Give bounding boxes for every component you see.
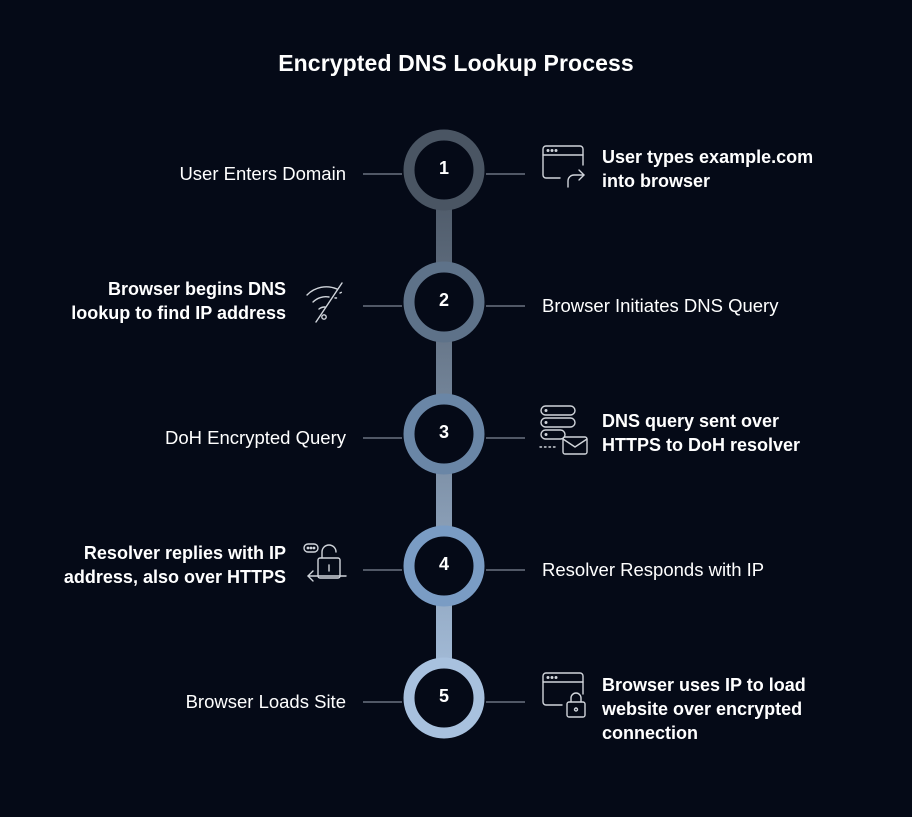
- step-circle-1: [403, 129, 485, 211]
- step-label-5: Browser Loads Site: [185, 691, 346, 712]
- step-desc-4: Resolver replies with IP address, also o…: [64, 541, 286, 589]
- step-circle-5: [403, 657, 485, 739]
- step-desc-3: DNS query sent over HTTPS to DoH resolve…: [602, 409, 800, 457]
- step-desc-5-line3: connection: [602, 723, 699, 743]
- step-label-1: User Enters Domain: [179, 163, 346, 184]
- unlock-return-icon: [303, 543, 347, 582]
- diagram-title: Encrypted DNS Lookup Process: [278, 50, 634, 76]
- step-desc-4-line1: Resolver replies with IP: [83, 543, 286, 563]
- step-desc-2: Browser begins DNS lookup to find IP add…: [71, 277, 286, 325]
- wifi-off-icon: [306, 282, 343, 323]
- step-desc-1: User types example.com into browser: [602, 145, 813, 193]
- browser-lock-icon: [542, 672, 586, 718]
- step-desc-2-line1: Browser begins DNS: [107, 279, 286, 299]
- step-label-2: Browser Initiates DNS Query: [542, 295, 779, 316]
- step-desc-3-line1: DNS query sent over: [602, 411, 780, 431]
- step-number-1: 1: [438, 158, 449, 178]
- step-label-4: Resolver Responds with IP: [542, 559, 765, 580]
- step-number-3: 3: [438, 422, 449, 442]
- step-number-5: 5: [438, 686, 449, 706]
- server-mail-icon: [539, 405, 588, 455]
- step-desc-3-line2: HTTPS to DoH resolver: [602, 435, 801, 455]
- step-circle-3: [403, 393, 485, 475]
- step-number-4: 4: [438, 554, 449, 574]
- step-desc-5-line2: website over encrypted: [602, 699, 803, 719]
- browser-window-arrow-icon: [542, 145, 585, 188]
- step-desc-1-line1: User types example.com: [602, 147, 814, 167]
- step-circle-4: [403, 525, 485, 607]
- step-desc-4-line2: address, also over HTTPS: [63, 567, 286, 587]
- step-desc-5-line1: Browser uses IP to load: [602, 675, 806, 695]
- step-label-3: DoH Encrypted Query: [165, 427, 346, 448]
- step-desc-1-line2: into browser: [602, 171, 711, 191]
- step-desc-2-line2: lookup to find IP address: [71, 303, 286, 323]
- step-circle-2: [403, 261, 485, 343]
- step-desc-5: Browser uses IP to load website over enc…: [602, 673, 806, 745]
- step-number-2: 2: [438, 290, 449, 310]
